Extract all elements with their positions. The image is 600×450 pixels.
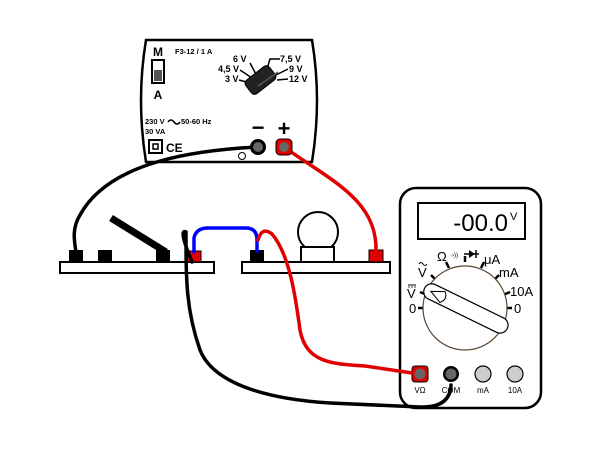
dial-label-off-right: 0	[514, 301, 521, 316]
psu-terminal-minus[interactable]	[250, 139, 266, 155]
dial-pointer[interactable]	[421, 281, 511, 336]
rating-power: 30 VA	[145, 127, 166, 136]
switch-board	[59, 261, 215, 274]
knife-switch[interactable]	[69, 215, 202, 263]
voltage-3v: 3 V	[225, 74, 239, 84]
display-value: -00.0	[453, 210, 508, 237]
ac-symbol-icon	[167, 119, 181, 125]
wire-red-psu[interactable]	[282, 145, 378, 254]
jack-vohm[interactable]	[414, 368, 426, 380]
plus-label: +	[278, 116, 291, 141]
wire-black-meter[interactable]	[181, 229, 453, 409]
multimeter-display	[417, 202, 526, 240]
lamp-terminal-left[interactable]	[250, 250, 264, 262]
jack-label-ma: mA	[477, 386, 490, 395]
wire-red-meter[interactable]	[256, 229, 414, 375]
ac-tilde-icon	[418, 262, 428, 266]
lamp	[250, 211, 384, 263]
switch-contact	[98, 250, 112, 262]
rating-voltage: 230 V	[145, 117, 165, 126]
power-supply: M A F3-12 / 1 A 6 V 4,5 V 3 V 7,5 V 9 V …	[139, 38, 319, 164]
lamp-board	[241, 261, 391, 274]
multimeter: -00.0 V 0 V V Ω ·›))	[398, 186, 543, 410]
dial-label-continuity: ·›))	[450, 253, 458, 259]
jack-label-10a: 10A	[508, 386, 523, 395]
ground-marker-icon	[238, 152, 246, 160]
diode-icon	[464, 250, 479, 258]
minus-label: −	[252, 115, 265, 140]
mode-label-m: M	[153, 45, 163, 59]
dial-label-v-ac: V	[418, 265, 427, 280]
dial-label-off-left: 0	[409, 301, 416, 316]
jack-ma[interactable]	[474, 365, 492, 383]
dial-label-ua: μA	[484, 252, 500, 267]
jack-com[interactable]	[445, 368, 457, 380]
lamp-socket	[300, 246, 335, 263]
voltage-6v: 6 V	[233, 54, 247, 64]
wire-blue[interactable]	[192, 226, 259, 254]
voltage-9v: 9 V	[289, 64, 303, 74]
display-unit: V	[510, 211, 518, 223]
dial-label-10a: 10A	[510, 284, 533, 299]
switch-pivot	[156, 250, 170, 262]
wires	[72, 145, 453, 409]
switch-lever[interactable]	[109, 215, 168, 255]
dial-label-ohm: Ω	[437, 249, 447, 264]
rating-frequency: 50-60 Hz	[181, 117, 212, 126]
switch-terminal-left[interactable]	[69, 250, 83, 262]
voltage-4-5v: 4,5 V	[218, 64, 239, 74]
double-insulation-icon	[148, 139, 163, 154]
model-label: F3-12 / 1 A	[175, 47, 213, 56]
voltage-selector-knob[interactable]	[243, 64, 279, 96]
voltage-12v: 12 V	[289, 74, 308, 84]
jack-label-vohm: VΩ	[414, 386, 425, 395]
wire-black-psu[interactable]	[72, 145, 260, 254]
dial-label-ma: mA	[499, 265, 519, 280]
dial-label-v-dc: V	[407, 286, 416, 301]
psu-terminal-plus[interactable]	[275, 138, 293, 156]
ce-mark: CE	[166, 141, 183, 155]
mode-switch-knob[interactable]	[154, 70, 162, 81]
mode-label-a: A	[154, 88, 163, 102]
voltage-7-5v: 7,5 V	[280, 54, 301, 64]
jack-10a[interactable]	[506, 365, 524, 383]
